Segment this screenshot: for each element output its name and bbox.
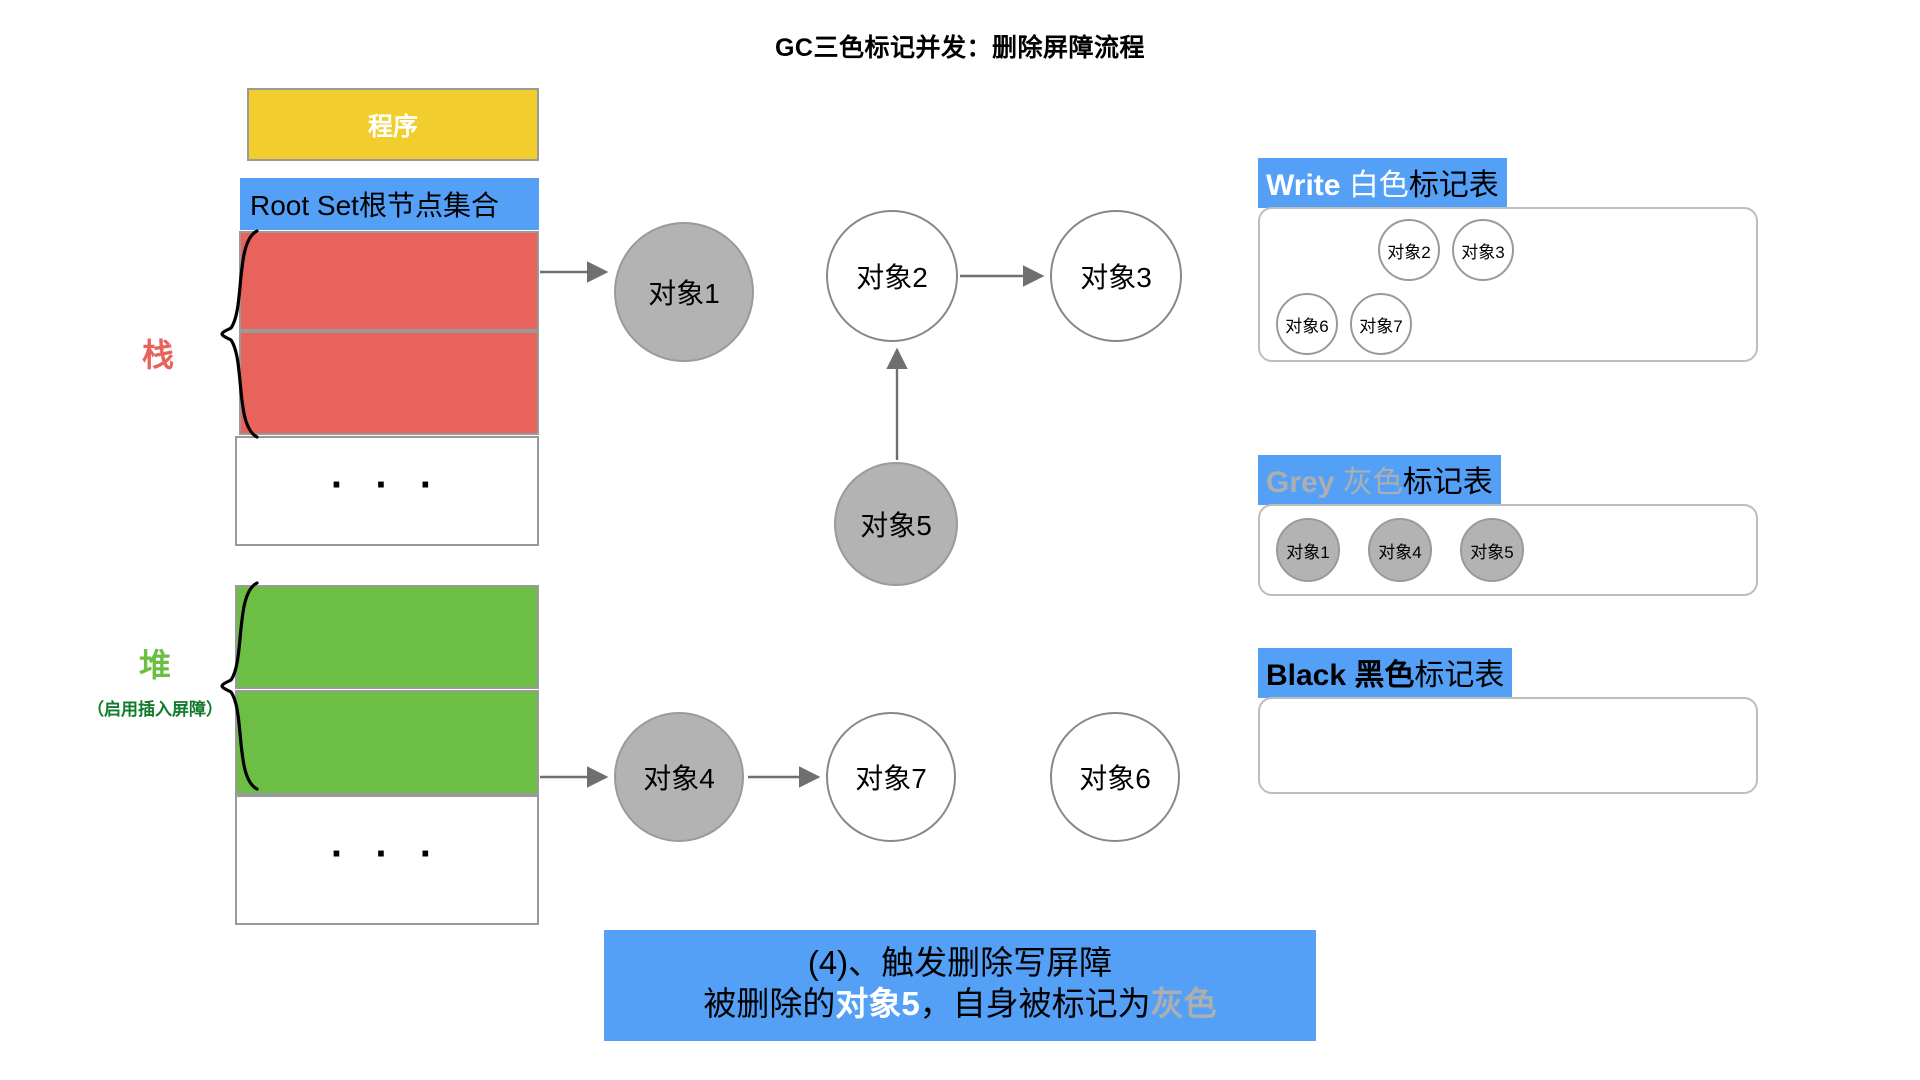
node-label: 对象7 bbox=[855, 763, 927, 794]
caption-line-2: 被删除的对象5，自身被标记为灰色 bbox=[604, 983, 1316, 1024]
chip-obj3[interactable]: 对象3 bbox=[1452, 219, 1514, 281]
stack-ellipsis-cell: · · · bbox=[235, 436, 539, 546]
page-title: GC三色标记并发：删除屏障流程 bbox=[774, 34, 1145, 62]
stack-label: 栈 bbox=[141, 337, 174, 373]
node-obj3[interactable]: 对象3 bbox=[1050, 210, 1182, 342]
heap-slot-2 bbox=[235, 690, 539, 795]
chip-label: 对象6 bbox=[1285, 316, 1329, 336]
chip-obj1[interactable]: 对象1 bbox=[1276, 518, 1340, 582]
grey-table-box: 对象1 对象4 对象5 bbox=[1258, 504, 1758, 596]
heap-label: 堆 bbox=[138, 647, 171, 683]
node-label: 对象4 bbox=[643, 763, 715, 794]
heap-ellipsis-cell: · · · bbox=[235, 795, 539, 925]
grey-table-key: Grey bbox=[1266, 466, 1335, 499]
chip-label: 对象1 bbox=[1286, 542, 1330, 562]
node-label: 对象6 bbox=[1079, 763, 1151, 794]
program-cell: 程序 bbox=[247, 88, 539, 161]
chip-label: 对象5 bbox=[1470, 542, 1514, 562]
node-obj2[interactable]: 对象2 bbox=[826, 210, 958, 342]
node-obj5[interactable]: 对象5 bbox=[834, 462, 958, 586]
node-label: 对象5 bbox=[860, 510, 932, 541]
chip-obj2[interactable]: 对象2 bbox=[1378, 219, 1440, 281]
caption-line2-prefix: 被删除的 bbox=[703, 985, 836, 1023]
node-obj4[interactable]: 对象4 bbox=[614, 712, 744, 842]
node-label: 对象1 bbox=[648, 278, 720, 309]
chip-label: 对象4 bbox=[1378, 542, 1422, 562]
chip-obj7[interactable]: 对象7 bbox=[1350, 293, 1412, 355]
white-table-color-word: 白色 bbox=[1348, 169, 1409, 202]
white-table-key: Write bbox=[1266, 169, 1341, 202]
node-label: 对象2 bbox=[856, 262, 928, 293]
caption-line2-color: 灰色 bbox=[1150, 985, 1217, 1023]
chip-obj4[interactable]: 对象4 bbox=[1368, 518, 1432, 582]
stack-brace-icon bbox=[220, 229, 259, 439]
heap-brace-icon bbox=[220, 581, 259, 791]
black-table-box bbox=[1258, 697, 1758, 794]
white-table-header: Write 白色标记表 bbox=[1258, 158, 1507, 208]
black-table-header: Black 黑色标记表 bbox=[1258, 648, 1513, 698]
chip-obj5[interactable]: 对象5 bbox=[1460, 518, 1524, 582]
heap-slot-1 bbox=[235, 585, 539, 689]
root-set-cell: Root Set根节点集合 bbox=[240, 178, 539, 230]
grey-table-header: Grey 灰色标记表 bbox=[1258, 455, 1501, 505]
white-table-rest: 标记表 bbox=[1408, 169, 1499, 202]
caption-line2-middle: ，自身被标记为 bbox=[919, 985, 1151, 1023]
heap-sublabel: （启用插入屏障） bbox=[87, 700, 223, 719]
white-table-box: 对象2 对象3 对象6 对象7 bbox=[1258, 207, 1758, 362]
chip-label: 对象7 bbox=[1359, 316, 1403, 336]
node-obj1[interactable]: 对象1 bbox=[614, 222, 754, 362]
chip-label: 对象3 bbox=[1461, 242, 1505, 262]
program-label: 程序 bbox=[367, 112, 418, 141]
grey-table-color-word: 灰色 bbox=[1342, 466, 1403, 499]
grey-table-rest: 标记表 bbox=[1402, 466, 1493, 499]
caption-line-1: (4)、触发删除写屏障 bbox=[807, 944, 1113, 981]
stack-slot-1 bbox=[239, 231, 539, 331]
caption-line2-object: 对象5 bbox=[835, 985, 920, 1023]
root-set-label: Root Set根节点集合 bbox=[250, 190, 499, 221]
black-table-key: Black bbox=[1266, 659, 1347, 692]
chip-label: 对象2 bbox=[1387, 242, 1431, 262]
node-obj7[interactable]: 对象7 bbox=[826, 712, 956, 842]
black-table-color-word: 黑色 bbox=[1354, 659, 1415, 692]
caption-banner: (4)、触发删除写屏障 被删除的对象5，自身被标记为灰色 bbox=[604, 930, 1316, 1041]
black-table-rest: 标记表 bbox=[1414, 659, 1505, 692]
stack-slot-2 bbox=[239, 331, 539, 435]
node-obj6[interactable]: 对象6 bbox=[1050, 712, 1180, 842]
node-label: 对象3 bbox=[1080, 262, 1152, 293]
chip-obj6[interactable]: 对象6 bbox=[1276, 293, 1338, 355]
